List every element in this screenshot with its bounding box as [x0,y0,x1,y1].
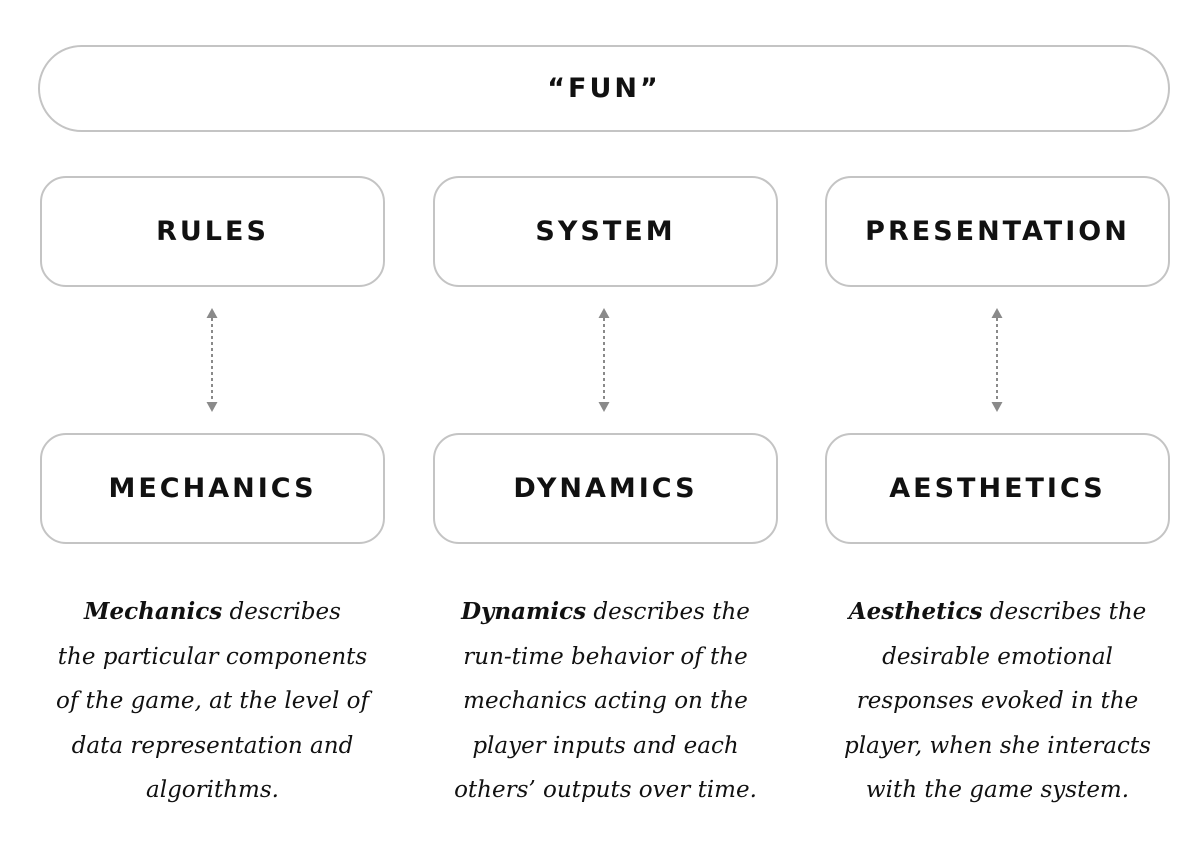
mechanics-label: MECHANICS [108,473,317,504]
system-dynamics-arrow [596,308,612,412]
fun-label: “FUN” [547,73,661,104]
aesthetics-label: AESTHETICS [889,473,1106,504]
dynamics-label: DYNAMICS [513,473,698,504]
description-line: data representation and [71,732,354,759]
description-line: player, when she interacts [844,732,1151,759]
description-line: of the game, at the level of [56,688,369,714]
mechanics-box: MECHANICS [40,433,385,544]
description-line: run-time behavior of the [463,643,748,670]
mechanics-term: Mechanics [84,598,223,625]
presentation-box: PRESENTATION [825,176,1170,287]
fun-box: “FUN” [38,45,1170,132]
description-line: describes the [982,599,1147,625]
dynamics-term: Dynamics [461,598,587,625]
presentation-aesthetics-arrow [989,308,1005,412]
description-line: with the game system. [865,777,1130,803]
description-line: the particular components [57,643,368,670]
mechanics-description: Mechanics describes the particular compo… [40,590,385,813]
system-box: SYSTEM [433,176,778,287]
description-line: others’ outputs over time. [454,777,757,803]
description-line: algorithms. [146,777,279,803]
aesthetics-description: Aesthetics describes the desirable emoti… [825,590,1170,813]
description-line: desirable emotional [882,643,1113,670]
system-label: SYSTEM [535,216,676,247]
aesthetics-box: AESTHETICS [825,433,1170,544]
description-line: describes [222,599,341,625]
presentation-label: PRESENTATION [865,216,1130,247]
rules-label: RULES [156,216,269,247]
dynamics-box: DYNAMICS [433,433,778,544]
aesthetics-term: Aesthetics [848,598,983,625]
rules-box: RULES [40,176,385,287]
description-line: mechanics acting on the [463,688,748,714]
rules-mechanics-arrow [204,308,220,412]
dynamics-description: Dynamics describes the run-time behavior… [433,590,778,813]
description-line: describes the [586,599,750,625]
description-line: player inputs and each [472,732,739,759]
description-line: responses evoked in the [856,688,1139,714]
